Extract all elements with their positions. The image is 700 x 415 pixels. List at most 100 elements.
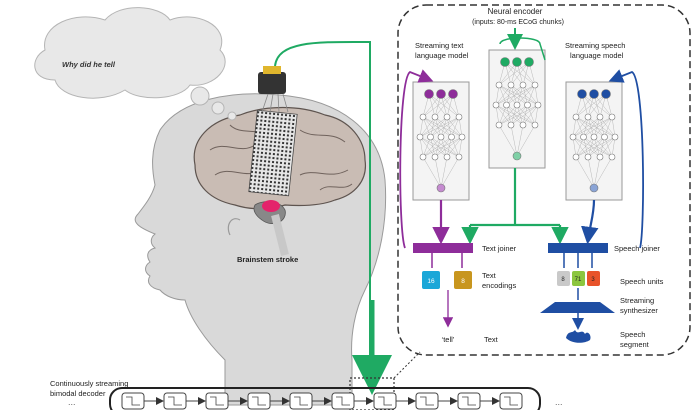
decoder-cell-path — [168, 396, 182, 406]
network-node — [531, 121, 539, 129]
text-lm-feedback-loop — [399, 69, 434, 249]
network-node — [590, 133, 598, 141]
network-node — [611, 133, 619, 141]
decoder-cell — [247, 392, 271, 410]
network-node — [503, 101, 510, 109]
network-node — [419, 153, 427, 161]
network-node — [572, 153, 580, 161]
output-label: Text — [484, 335, 499, 344]
speech-units-label: Speech units — [620, 277, 664, 286]
network-node — [569, 133, 577, 141]
network-node — [519, 121, 527, 129]
thought-dot-medium — [211, 101, 225, 115]
ellipsis-right: ... — [555, 397, 563, 407]
text-encodings-label-line2: encodings — [482, 281, 516, 290]
speech-lm-title-line2: language model — [570, 51, 624, 60]
signal-line — [274, 40, 371, 380]
network-node — [436, 89, 446, 99]
network-node — [589, 89, 599, 99]
thought-text: Why did he tell — [62, 60, 116, 69]
network-node — [424, 89, 434, 99]
text-lm-title-line1: Streaming text — [415, 41, 464, 50]
decoder-cell-path — [294, 396, 308, 406]
encoder-network — [488, 49, 546, 169]
decoder-cell — [373, 392, 397, 410]
network-node — [608, 113, 616, 121]
speech-lm-network — [565, 81, 623, 201]
encoder-feedback-loop — [499, 37, 546, 61]
network-node — [495, 121, 503, 129]
network-node — [437, 133, 445, 141]
synth-label-line1: Streaming — [620, 296, 654, 305]
decoder-cell — [121, 392, 145, 410]
speech-unit-1 — [557, 271, 570, 286]
thought-bubble — [34, 7, 226, 99]
network-node — [431, 113, 439, 121]
decoder-cell — [205, 392, 229, 410]
speech-segment-label-line2: segment — [620, 340, 650, 349]
highlight-connector — [393, 351, 421, 379]
encoder-output-branch — [470, 168, 560, 227]
network-node — [458, 133, 466, 141]
decoder-label-line1: Continuously streaming — [50, 379, 128, 388]
network-node — [572, 113, 580, 121]
decoder-chain — [121, 392, 523, 410]
text-token-1 — [422, 271, 440, 289]
decoder-cell-path — [210, 396, 224, 406]
text-lm-network — [412, 81, 470, 201]
synth-label-line2: synthesizer — [620, 306, 658, 315]
decoder-cell — [457, 392, 481, 410]
speech-unit-2 — [572, 271, 585, 286]
decoder-cell-path — [462, 396, 476, 406]
decoder-cell — [499, 392, 523, 410]
connector-cap — [263, 66, 281, 74]
network-node — [448, 133, 455, 141]
decoder-label-line2: bimodal decoder — [50, 389, 106, 398]
decoder-chain-frame — [109, 387, 541, 415]
network-node — [608, 153, 616, 161]
network-node — [419, 113, 427, 121]
speech-segment-label-line1: Speech — [620, 330, 645, 339]
ellipsis-left: ... — [68, 397, 76, 407]
network-node — [443, 153, 451, 161]
network-node — [531, 81, 539, 89]
network-node — [580, 133, 587, 141]
thought-dot-large — [190, 86, 210, 106]
speech-unit-arrows — [563, 253, 593, 268]
speech-waveform-icon — [566, 330, 591, 343]
ear-outline — [227, 218, 241, 236]
network-node — [436, 183, 446, 193]
network-node — [512, 151, 522, 161]
network-node — [448, 89, 458, 99]
text-joiner-label: Text joiner — [482, 244, 517, 253]
text-lm-title-line2: language model — [415, 51, 469, 60]
network-node — [427, 133, 434, 141]
decoder-cell-path — [420, 396, 434, 406]
encoder-subtitle: (inputs: 80-ms ECoG chunks) — [472, 19, 564, 26]
synthesizer-shape — [540, 302, 615, 313]
network-node — [416, 133, 424, 141]
network-node — [512, 57, 522, 67]
network-node — [431, 153, 439, 161]
thought-dot-small — [227, 111, 237, 121]
text-encoding-arrows — [431, 253, 463, 268]
text-joiner-bar — [413, 243, 473, 253]
speech-unit-3-value: 3 — [591, 277, 595, 283]
network-node — [584, 153, 592, 161]
network-node — [507, 121, 515, 129]
head-connector — [258, 72, 286, 94]
decoder-cell — [331, 392, 355, 410]
output-word: ‘tell’ — [442, 335, 455, 344]
network-node — [596, 113, 604, 121]
decoder-cell — [163, 392, 187, 410]
speech-unit-3 — [587, 271, 600, 286]
network-node — [500, 57, 510, 67]
connector-wires — [261, 93, 289, 113]
speech-unit-1-value: 8 — [561, 277, 565, 283]
text-token-2 — [454, 271, 472, 289]
network-node — [507, 81, 515, 89]
decoder-cell-path — [378, 396, 392, 406]
network-node — [492, 101, 500, 109]
network-node — [601, 133, 608, 141]
